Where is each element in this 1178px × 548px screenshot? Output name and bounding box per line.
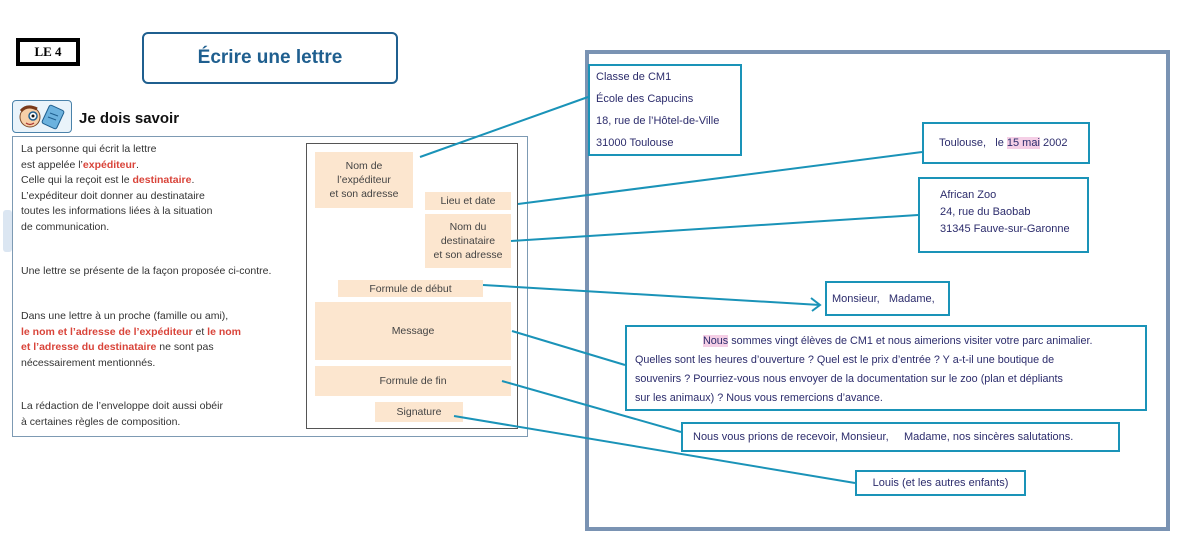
term: le nom et l’adresse de l’expéditeur [21, 325, 193, 338]
section-title: Je dois savoir [79, 110, 180, 127]
message-line: souvenirs ? Pourriez-vous nous envoyer d… [635, 373, 1063, 385]
term: le nom [207, 325, 242, 338]
address-line: École des Capucins [596, 93, 694, 105]
tag-line: l’expéditeur [337, 174, 391, 186]
address-line: 24, rue du Baobab [940, 206, 1031, 218]
tag-line: et son adresse [433, 249, 503, 261]
text-line: La personne qui écrit la lettre [21, 143, 157, 155]
term-destinataire: destinataire [132, 174, 192, 186]
closing-part1: Nous vous prions de recevoir, Monsieur, [693, 431, 889, 443]
scheme-signature: Signature [375, 402, 463, 422]
scheme-message: Message [315, 302, 511, 360]
tag-line: et son adresse [329, 188, 399, 200]
letter-sender-address: Classe de CM1 École des Capucins 18, rue… [588, 64, 742, 156]
letter-signature: Louis (et les autres enfants) [855, 470, 1026, 496]
student-reading-icon [12, 100, 72, 133]
text-line: est appelée l’expéditeur. [21, 158, 212, 174]
address-line: African Zoo [940, 189, 997, 201]
closing-part2: Madame, nos sincères salutations. [903, 431, 1074, 443]
tag-line: destinataire [440, 235, 496, 247]
text-line: le nom et l’adresse de l’expéditeur et l… [21, 325, 241, 341]
letter-place-date: Toulouse, le 15 mai 2002 [922, 122, 1090, 164]
date-le: le [995, 137, 1004, 149]
letter-scheme: Nom de l’expéditeur et son adresse Lieu … [306, 143, 518, 429]
lesson-badge-label: LE 4 [34, 44, 62, 59]
text-line: à certaines règles de composition. [21, 415, 181, 428]
text: . [136, 158, 139, 171]
paragraph-layout: Une lettre se présente de la façon propo… [21, 265, 272, 277]
lesson-badge: LE 4 [16, 38, 80, 66]
scheme-recipient: Nom du destinataire et son adresse [425, 214, 511, 268]
opening-madame: Madame, [888, 292, 935, 305]
paragraph-definition: La personne qui écrit la lettre est appe… [21, 142, 212, 235]
paragraph-envelope: La rédaction de l’enveloppe doit aussi o… [21, 399, 223, 430]
message-line: Quelles sont les heures d’ouverture ? Qu… [635, 354, 1055, 366]
text-line: La rédaction de l’enveloppe doit aussi o… [21, 400, 223, 412]
scheme-closing: Formule de fin [315, 366, 511, 396]
page-title-box: Écrire une lettre [142, 32, 398, 84]
address-line: 31000 Toulouse [596, 137, 674, 149]
date-year: 2002 [1042, 137, 1068, 149]
text-line: Celle qui la reçoit est le destinataire. [21, 173, 212, 189]
letter-recipient-address: African Zoo 24, rue du Baobab 31345 Fauv… [918, 177, 1089, 253]
letter-message: Nous sommes vingt élèves de CM1 et nous … [625, 325, 1147, 411]
decorative-strip [3, 210, 12, 252]
term: et l’adresse du destinataire [21, 341, 157, 353]
text: est appelée l’ [21, 158, 83, 171]
scheme-sender: Nom de l’expéditeur et son adresse [315, 152, 413, 208]
term-expediteur: expéditeur [82, 158, 136, 171]
text-line: toutes les informations liées à la situa… [21, 205, 213, 217]
text-line: L’expéditeur doit donner au destinataire [21, 189, 205, 202]
page-title: Écrire une lettre [197, 47, 343, 68]
tag-line: Nom du [449, 221, 487, 233]
date-day-month: 15 mai [1006, 137, 1040, 149]
address-line: 18, rue de l’Hôtel-de-Ville [596, 115, 720, 127]
address-line: Classe de CM1 [596, 71, 672, 83]
text: et [192, 325, 208, 338]
date-place: Toulouse, [939, 137, 987, 149]
text-line: de communication. [21, 220, 110, 233]
address-line: 31345 Fauve-sur-Garonne [940, 223, 1070, 235]
text: Celle qui la reçoit est le [21, 174, 133, 186]
text: sommes vingt élèves de CM1 et nous aimer… [728, 335, 1093, 347]
message-line: sur les animaux) ? Nous vous remercions … [635, 392, 883, 404]
message-line: Nous sommes vingt élèves de CM1 et nous … [635, 332, 1135, 351]
letter-opening: Monsieur, Madame, [825, 281, 950, 316]
message-first-word: Nous [703, 335, 729, 347]
text-line: Dans une lettre à un proche (famille ou … [21, 310, 229, 322]
text: ne sont pas [156, 341, 214, 353]
scheme-opening: Formule de début [338, 280, 483, 297]
text-line: et l’adresse du destinataire ne sont pas [21, 340, 241, 356]
text: . [191, 174, 195, 186]
tag-line: Nom de [345, 160, 383, 172]
text-line: nécessairement mentionnés. [21, 356, 156, 369]
letter-closing: Nous vous prions de recevoir, Monsieur, … [681, 422, 1120, 452]
scheme-place-date: Lieu et date [425, 192, 511, 210]
opening-monsieur: Monsieur, [832, 292, 880, 305]
paragraph-close-relative: Dans une lettre à un proche (famille ou … [21, 309, 241, 371]
